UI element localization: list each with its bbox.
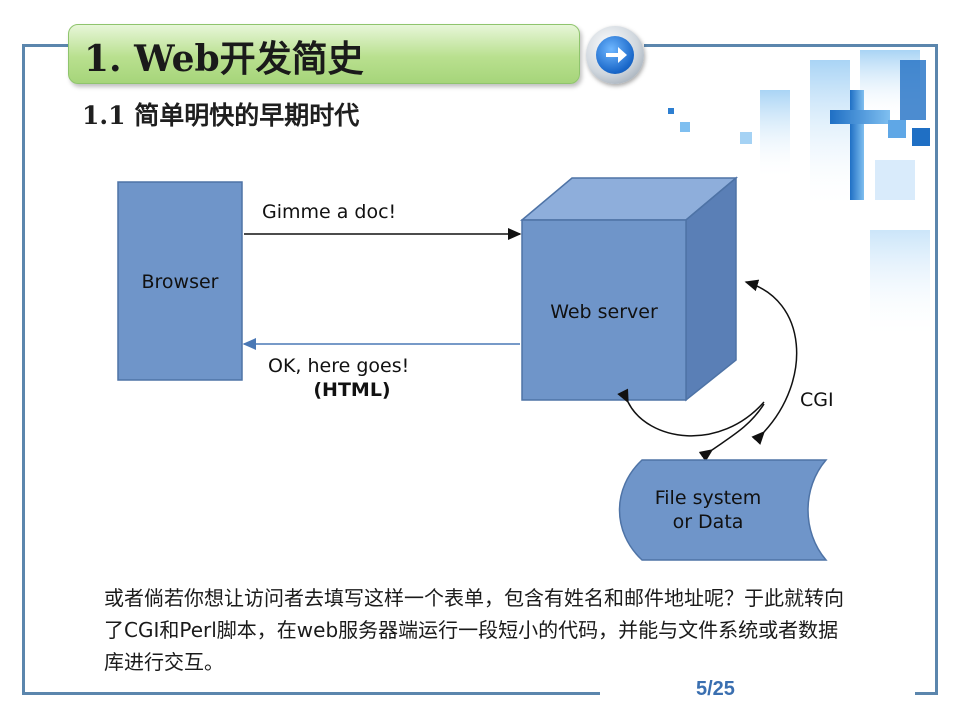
cgi-arrow-upper (744, 279, 798, 445)
frame-top-right (644, 44, 938, 47)
arrow-right-glyph (606, 47, 627, 63)
arrow-right-icon (596, 36, 634, 74)
response-label-line2: (HTML) (313, 379, 390, 401)
frame-right (935, 44, 938, 694)
request-label: Gimme a doc! (262, 201, 396, 223)
slide-title: 1. Web开发简史 (84, 38, 364, 80)
cgi-arrow-storage (698, 403, 765, 462)
response-label-line1: OK, here goes! (268, 355, 409, 377)
server-front-face (521, 219, 687, 401)
page-number: 5/25 (696, 678, 735, 700)
server-label: Web server (550, 301, 658, 323)
frame-bottom-right (915, 692, 938, 695)
storage-label-line2: or Data (673, 511, 744, 533)
decorative-blocks (668, 50, 930, 340)
frame-left (22, 44, 25, 694)
browser-box (117, 181, 243, 381)
storage-shape (618, 459, 828, 561)
slide-subtitle: 1.1 简单明快的早期时代 (82, 101, 360, 130)
cgi-label: CGI (800, 389, 834, 411)
body-paragraph: 或者倘若你想让访问者去填写这样一个表单，包含有姓名和邮件地址呢？于此就转向了CG… (104, 586, 844, 674)
frame-top-left (22, 44, 70, 47)
title-banner (68, 24, 580, 84)
browser-label: Browser (142, 271, 219, 293)
next-slide-button[interactable] (586, 26, 644, 84)
web-architecture-diagram: Browser Web server Gimme a doc! OK, here… (117, 176, 834, 561)
cgi-arrow-lower (617, 388, 765, 437)
frame-bottom-left (22, 692, 600, 695)
storage-label-line1: File system (655, 487, 762, 509)
